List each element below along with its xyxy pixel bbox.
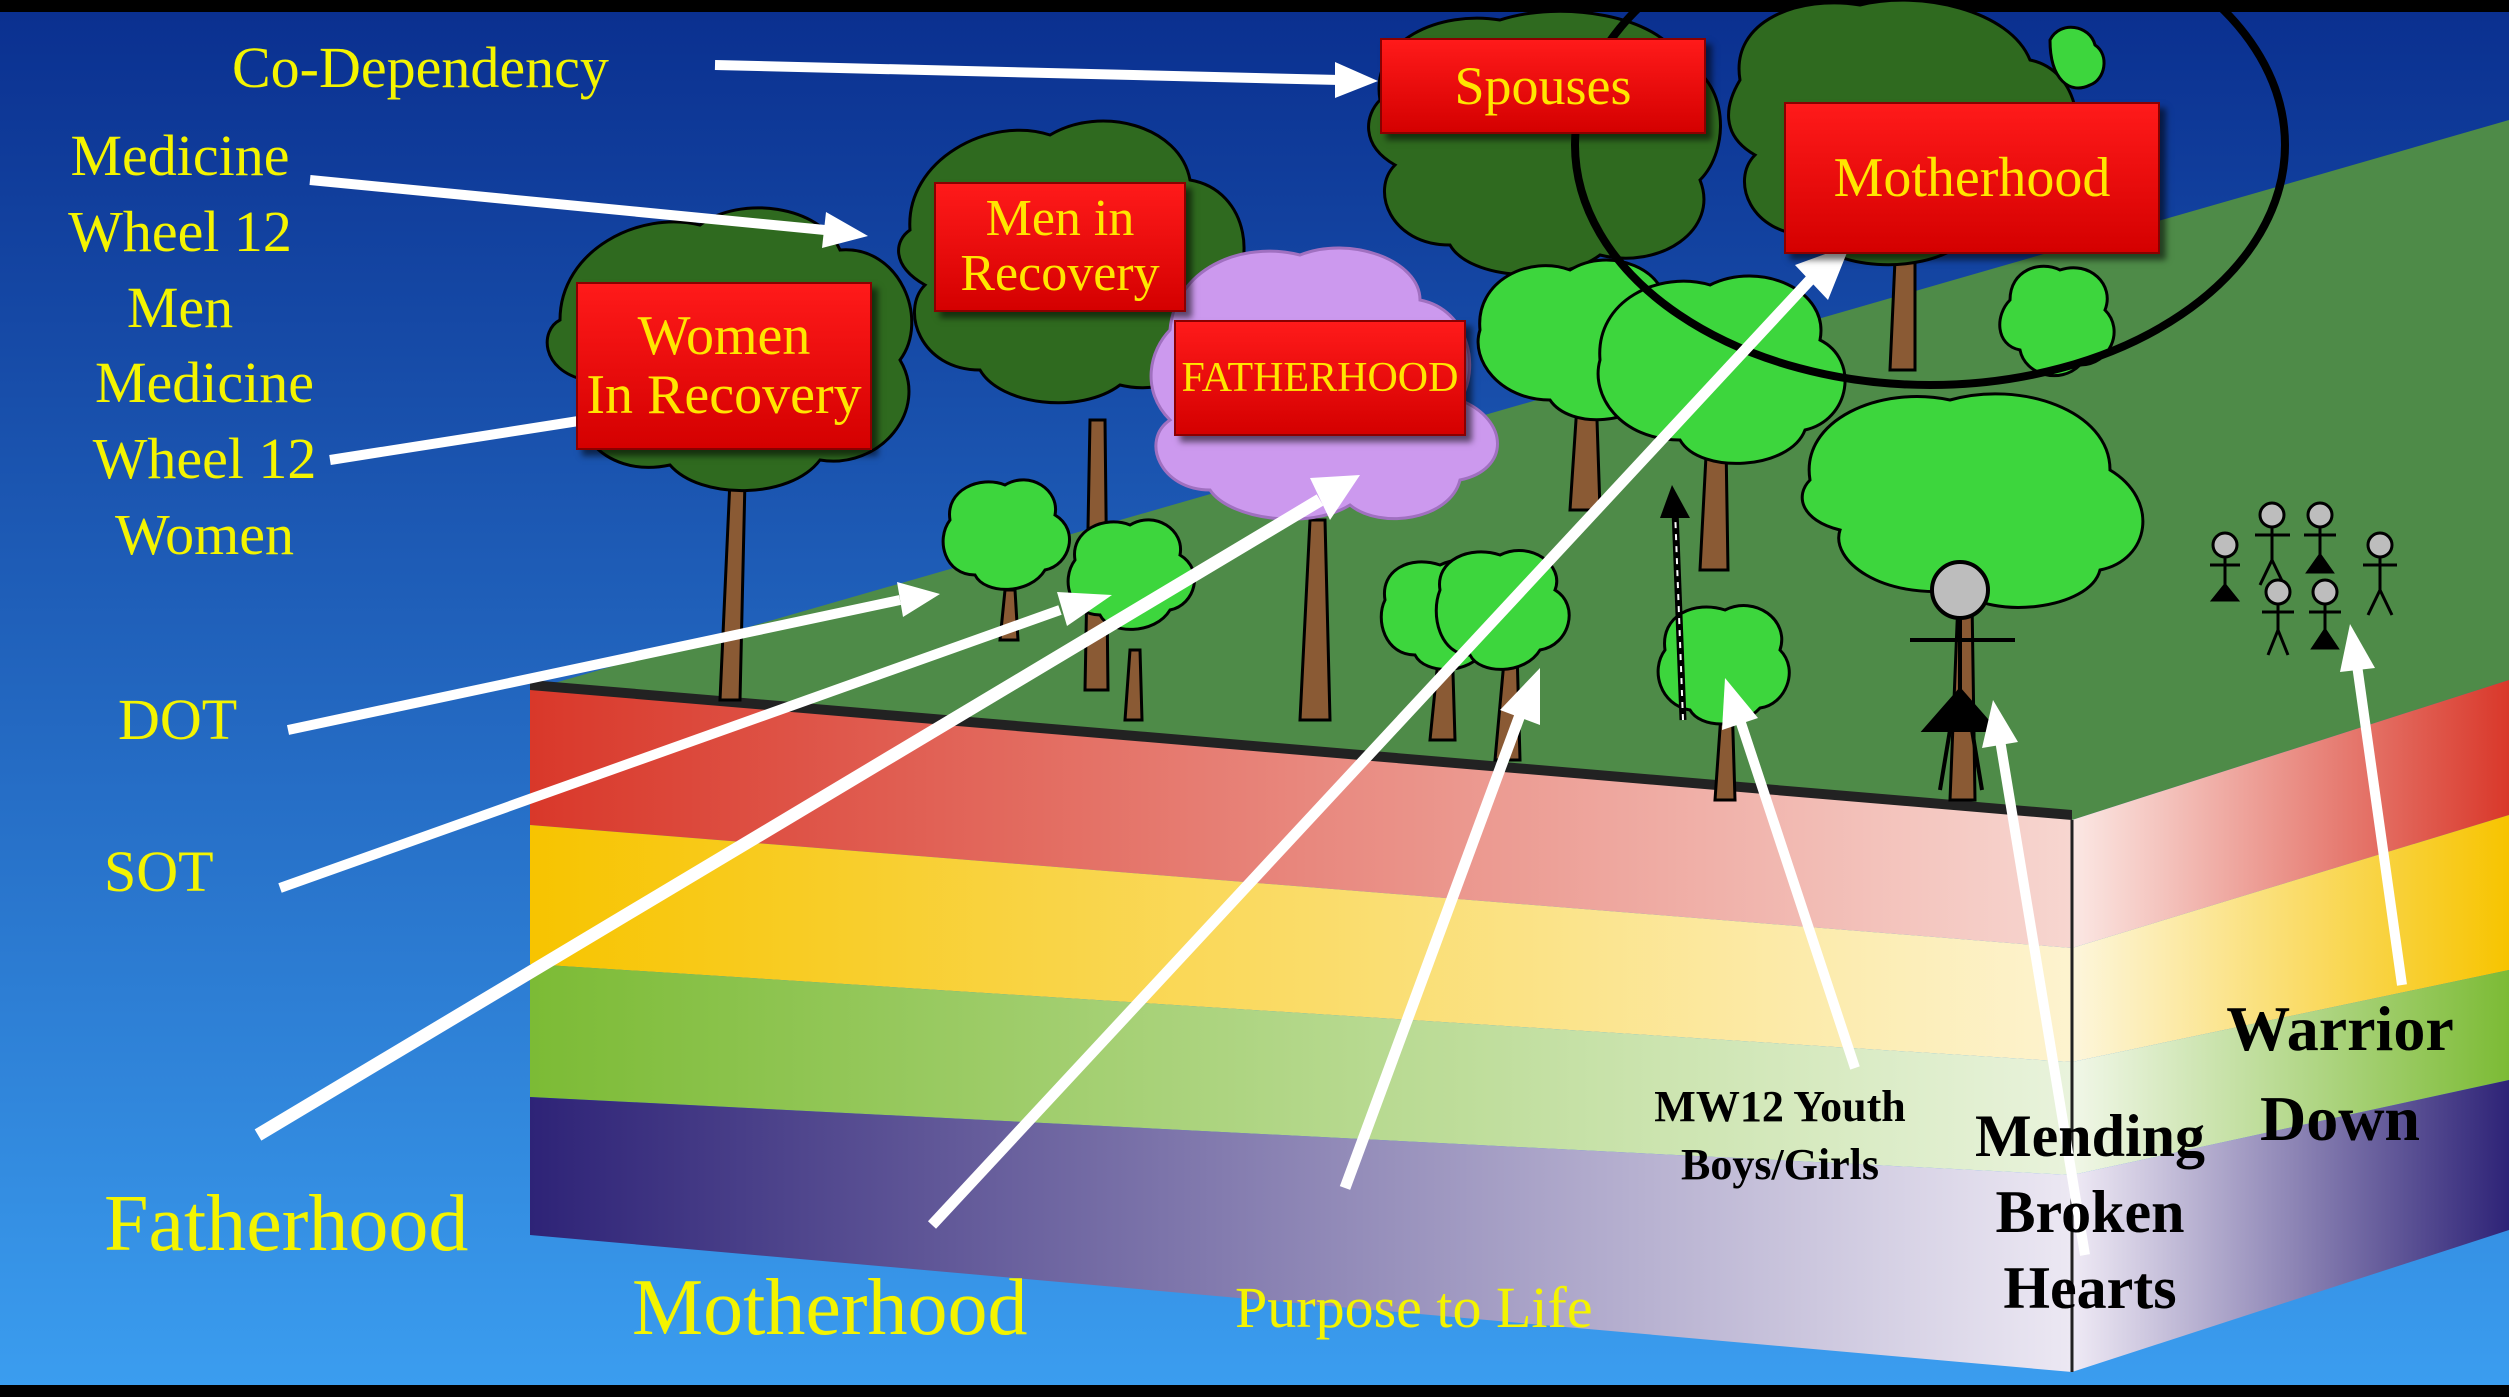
mw-men-line1: Medicine: [50, 118, 310, 194]
label-motherhood: Motherhood: [632, 1266, 1028, 1350]
box-men-recovery-line2: Recovery: [960, 247, 1159, 302]
box-fatherhood-text: FATHERHOOD: [1182, 356, 1459, 400]
box-men-recovery: Men in Recovery: [934, 182, 1186, 312]
box-women-recovery: Women In Recovery: [576, 282, 872, 450]
box-fatherhood: FATHERHOOD: [1174, 320, 1466, 436]
box-spouses-text: Spouses: [1454, 58, 1631, 115]
warrior-line1: Warrior: [2200, 984, 2480, 1074]
warrior-line2: Down: [2200, 1074, 2480, 1164]
mw-women-line3: Women: [72, 497, 337, 573]
box-women-recovery-line1: Women: [638, 307, 811, 366]
box-spouses: Spouses: [1380, 38, 1706, 134]
label-purpose: Purpose to Life: [1235, 1278, 1593, 1339]
top-border: [0, 0, 2509, 12]
mending-line1: Mending: [1955, 1098, 2225, 1174]
label-dot: DOT: [118, 690, 237, 751]
mending-line2: Broken: [1955, 1174, 2225, 1250]
box-women-recovery-line2: In Recovery: [586, 366, 861, 425]
label-sot: SOT: [104, 842, 214, 903]
bottom-border: [0, 1385, 2509, 1397]
label-fatherhood: Fatherhood: [104, 1182, 468, 1266]
label-youth: MW12 Youth Boys/Girls: [1640, 1078, 1920, 1194]
box-men-recovery-line1: Men in: [986, 192, 1135, 247]
box-motherhood-text: Motherhood: [1834, 149, 2111, 208]
label-medicine-wheel-women: Medicine Wheel 12 Women: [72, 345, 337, 573]
youth-line1: MW12 Youth: [1640, 1078, 1920, 1136]
label-medicine-wheel-men: Medicine Wheel 12 Men: [50, 118, 310, 346]
box-motherhood: Motherhood: [1784, 102, 2160, 254]
mending-line3: Hearts: [1955, 1250, 2225, 1326]
label-codependency: Co-Dependency: [232, 38, 609, 99]
label-mending: Mending Broken Hearts: [1955, 1098, 2225, 1326]
mw-men-line3: Men: [50, 270, 310, 346]
youth-line2: Boys/Girls: [1640, 1136, 1920, 1194]
mw-men-line2: Wheel 12: [50, 194, 310, 270]
mw-women-line1: Medicine: [72, 345, 337, 421]
label-warrior: Warrior Down: [2200, 984, 2480, 1164]
mw-women-line2: Wheel 12: [72, 421, 337, 497]
